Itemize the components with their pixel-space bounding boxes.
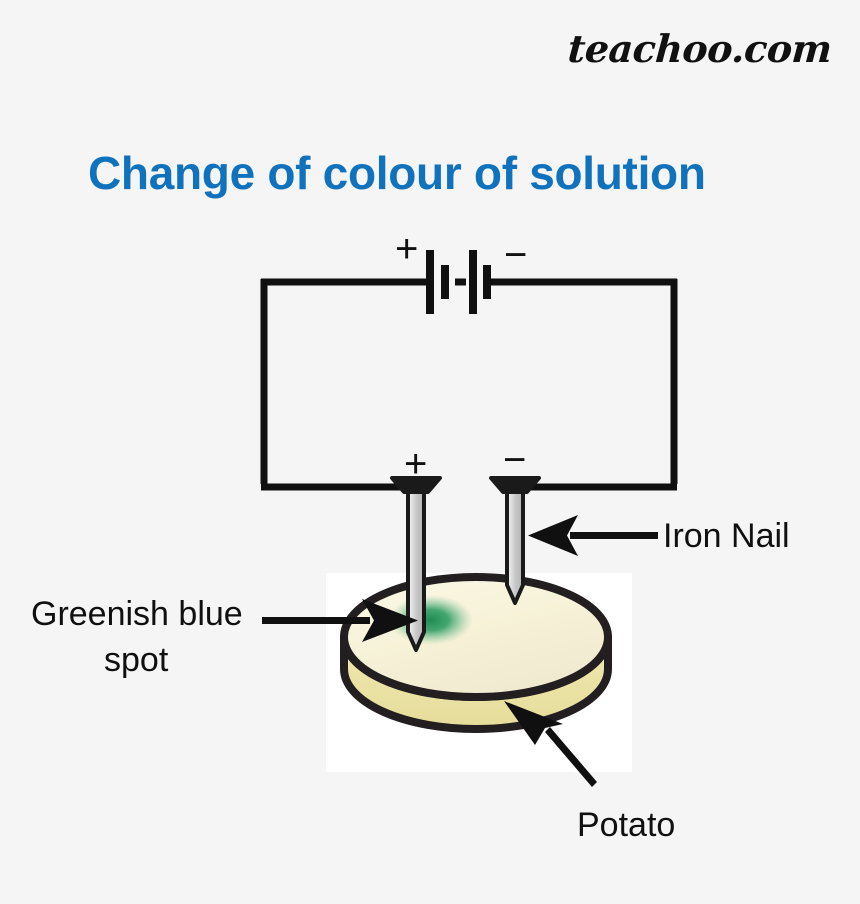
arrow-potato-head xyxy=(504,701,563,745)
arrow-potato-shaft xyxy=(545,727,597,787)
circuit-wires xyxy=(260,278,678,491)
label-greenish-blue-spot-line1: Greenish blue xyxy=(31,595,243,633)
cathode-nail-head xyxy=(489,476,541,494)
potato-top xyxy=(340,573,612,701)
label-potato: Potato xyxy=(577,806,676,844)
potato-body xyxy=(340,573,612,733)
anode-nail-shaft xyxy=(406,484,426,652)
battery-negative-sign: − xyxy=(504,233,528,277)
cathode-nail-shaft xyxy=(505,484,525,605)
arrow-potato xyxy=(504,701,597,787)
anode-nail-head xyxy=(390,476,442,494)
page-title: Change of colour of solution xyxy=(88,147,706,199)
label-iron-nail: Iron Nail xyxy=(663,517,790,555)
battery-positive-sign: + xyxy=(395,227,419,271)
label-greenish-blue-spot-line2: spot xyxy=(104,641,169,679)
battery-symbol xyxy=(426,250,491,314)
arrow-iron-nail xyxy=(528,515,658,556)
cathode-nail-negative-sign: − xyxy=(503,438,527,482)
arrow-spot-shaft xyxy=(262,617,370,624)
cathode-iron-nail xyxy=(489,476,541,605)
arrow-greenish-blue-spot xyxy=(262,599,418,642)
anode-nail-positive-sign: + xyxy=(404,442,428,486)
arrow-spot-head xyxy=(362,599,418,642)
arrow-iron-nail-head xyxy=(528,515,578,556)
arrow-iron-nail-shaft xyxy=(570,532,658,539)
anode-iron-nail xyxy=(390,476,442,652)
